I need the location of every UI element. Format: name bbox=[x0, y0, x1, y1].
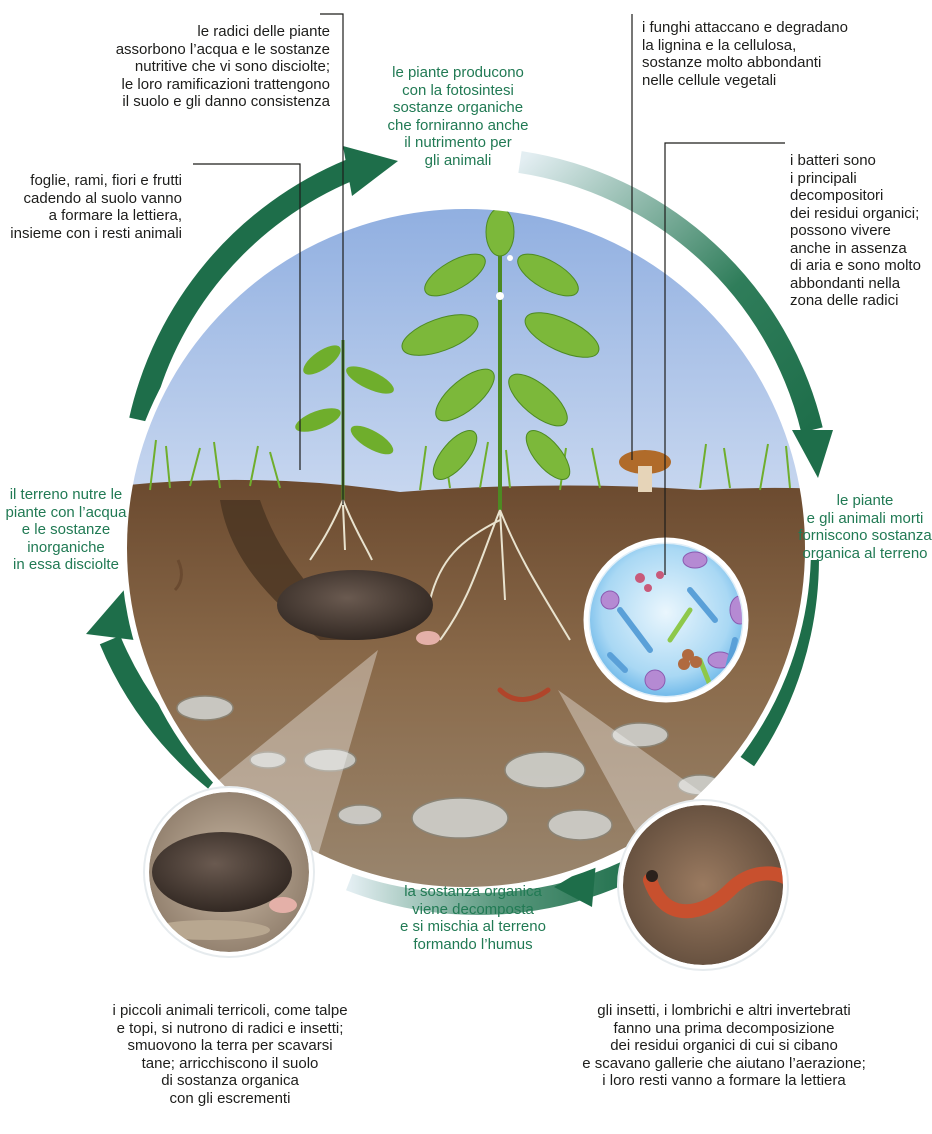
bacteria-magnifier bbox=[583, 537, 749, 703]
label-fungi: i funghi attaccano e degradano la lignin… bbox=[642, 19, 848, 89]
mole-magnifier bbox=[143, 786, 315, 958]
label-photosynthesis: le piante producono con la fotosintesi s… bbox=[387, 64, 529, 169]
label-litter: foglie, rami, fiori e frutti cadendo al … bbox=[10, 172, 182, 242]
label-invertebrates: gli insetti, i lombrichi e altri inverte… bbox=[582, 1002, 866, 1089]
label-soil-feeds: il terreno nutre le piante con l’acqua e… bbox=[5, 486, 127, 573]
label-humus: la sostanza organica viene decomposta e … bbox=[400, 883, 546, 953]
label-roots: le radici delle piante assorbono l’acqua… bbox=[115, 23, 330, 110]
leader-lines bbox=[193, 13, 785, 575]
worm-magnifier bbox=[617, 799, 789, 971]
label-small-animals: i piccoli animali terricoli, come talpe … bbox=[112, 1002, 348, 1107]
label-dead-matter: le piante e gli animali morti forniscono… bbox=[798, 492, 932, 562]
label-bacteria: i batteri sono i principali decompositor… bbox=[790, 152, 921, 309]
